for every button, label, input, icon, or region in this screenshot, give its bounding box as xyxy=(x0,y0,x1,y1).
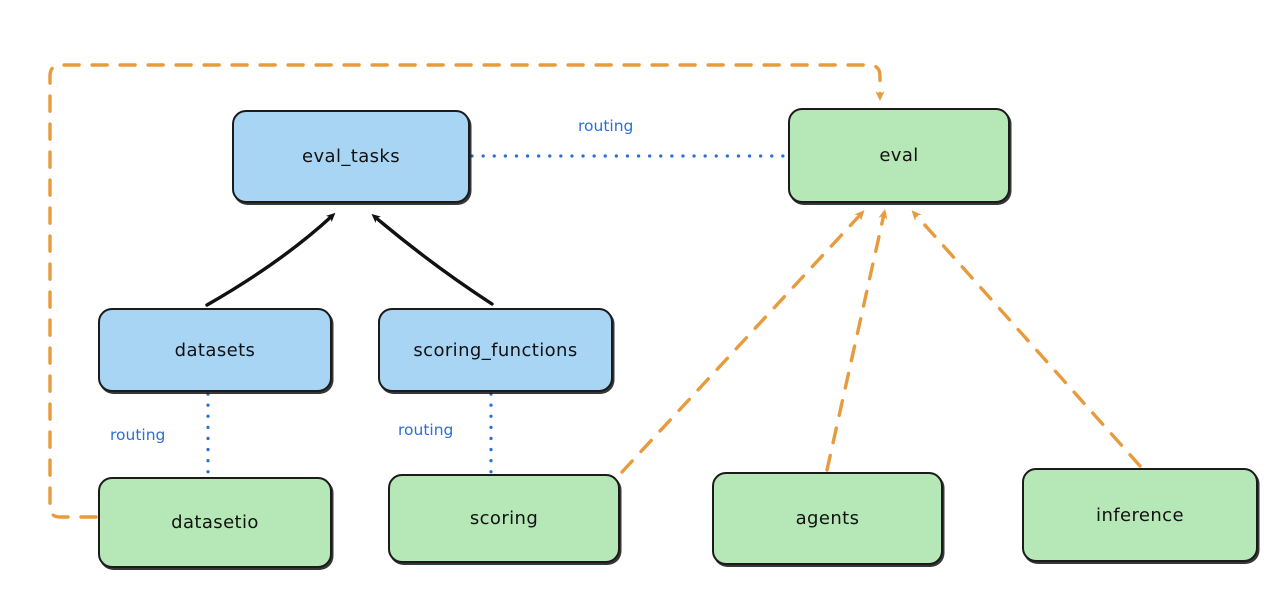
node-eval[interactable]: eval xyxy=(788,108,1010,203)
node-eval_tasks[interactable]: eval_tasks xyxy=(232,110,470,203)
edge-label-routing-scoring_functions-scoring: routing xyxy=(398,421,454,439)
node-inference[interactable]: inference xyxy=(1022,468,1258,562)
node-scoring[interactable]: scoring xyxy=(388,474,620,563)
node-agents[interactable]: agents xyxy=(712,472,943,565)
node-label-datasets: datasets xyxy=(174,339,256,361)
node-label-eval: eval xyxy=(879,145,919,166)
node-scoring_functions[interactable]: scoring_functions xyxy=(378,308,613,392)
node-label-scoring_functions: scoring_functions xyxy=(413,339,578,361)
node-label-eval_tasks: eval_tasks xyxy=(301,146,401,167)
edge-scoring-to-eval xyxy=(620,210,865,474)
edge-scoring_functions-to-eval_tasks xyxy=(371,214,494,306)
edge-datasetio-to-eval xyxy=(48,63,885,519)
edge-label-routing-eval_tasks-eval: routing xyxy=(578,117,634,135)
edge-label-routing-datasets-datasetio: routing xyxy=(110,426,166,444)
node-label-datasetio: datasetio xyxy=(171,512,259,533)
node-datasetio[interactable]: datasetio xyxy=(98,477,332,568)
edge-agents-to-eval xyxy=(825,209,888,472)
node-label-agents: agents xyxy=(795,508,860,529)
node-label-inference: inference xyxy=(1096,504,1184,526)
node-datasets[interactable]: datasets xyxy=(98,308,332,392)
node-label-scoring: scoring xyxy=(469,508,539,529)
edge-inference-to-eval xyxy=(911,210,1142,468)
edge-datasets-to-eval_tasks xyxy=(205,212,336,307)
